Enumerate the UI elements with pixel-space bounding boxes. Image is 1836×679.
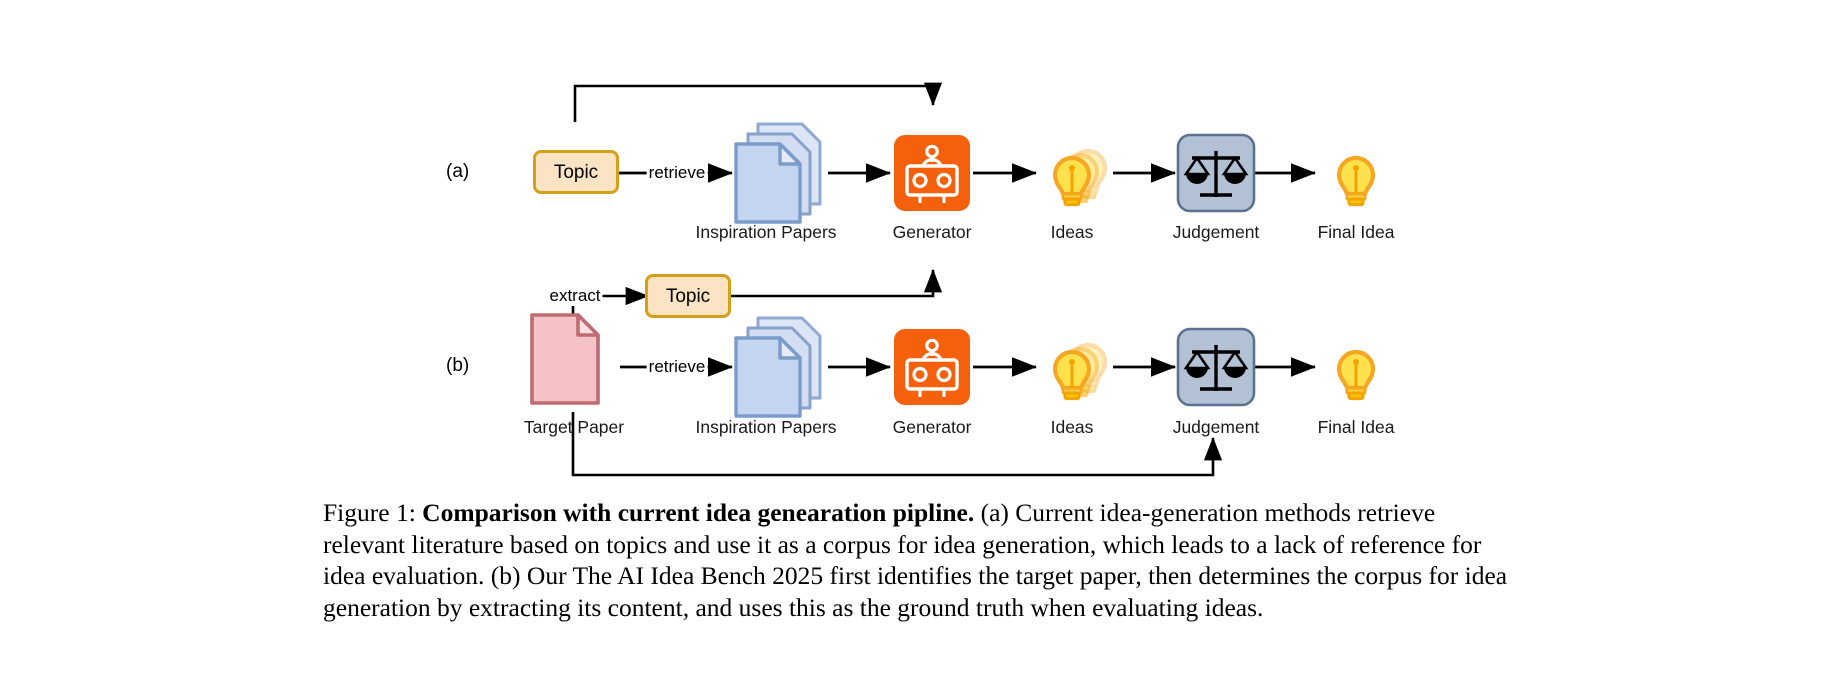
figure-number: Figure 1: (323, 498, 416, 527)
figure-caption-title: Comparison with current idea genearation… (422, 498, 975, 527)
edge-topic-to-generator-a (573, 82, 943, 122)
edge-topic-to-generator-b (731, 268, 943, 298)
caption-inspiration-papers-b: Inspiration Papers (695, 417, 837, 437)
caption-inspiration-papers-a: Inspiration Papers (695, 222, 837, 242)
caption-final-idea-b: Final Idea (1317, 417, 1395, 437)
ideas-bulbs-icon-b (1055, 345, 1105, 399)
generator-robot-icon-b (892, 327, 972, 407)
caption-judgement-b: Judgement (1172, 417, 1260, 437)
figure-caption-body: (a) Current idea-generation methods retr… (323, 498, 1508, 622)
final-idea-bulb-icon-b (1339, 352, 1373, 399)
target-paper-icon-b (530, 313, 600, 405)
caption-generator-b: Generator (892, 417, 972, 437)
edge-label-retrieve-a: retrieve (646, 163, 708, 183)
inspiration-papers-icon-b (734, 316, 822, 418)
pipeline-diagram (530, 82, 1836, 477)
edge-label-extract-b: extract (547, 286, 603, 306)
edge-label-retrieve-b: retrieve (646, 357, 708, 377)
judgement-scales-icon-b (1176, 327, 1256, 407)
final-idea-bulb-icon-a (1339, 158, 1373, 205)
judgement-scales-icon-a (1176, 133, 1256, 213)
figure-caption: Figure 1: Comparison with current idea g… (323, 497, 1513, 623)
topic-box-a[interactable]: Topic (533, 150, 619, 194)
caption-generator-a: Generator (892, 222, 972, 242)
caption-ideas-a: Ideas (1050, 222, 1094, 242)
generator-robot-icon-a (892, 133, 972, 213)
caption-target-paper-b: Target Paper (523, 417, 625, 437)
inspiration-papers-icon-a (734, 122, 822, 224)
caption-judgement-a: Judgement (1172, 222, 1260, 242)
edge-target-groundtruth-to-judgement-b (571, 412, 1223, 477)
topic-box-b[interactable]: Topic (645, 274, 731, 318)
caption-final-idea-a: Final Idea (1317, 222, 1395, 242)
caption-ideas-b: Ideas (1050, 417, 1094, 437)
panel-letter-a: (a) (446, 161, 470, 182)
ideas-bulbs-icon-a (1055, 151, 1105, 205)
panel-letter-b: (b) (446, 355, 470, 376)
